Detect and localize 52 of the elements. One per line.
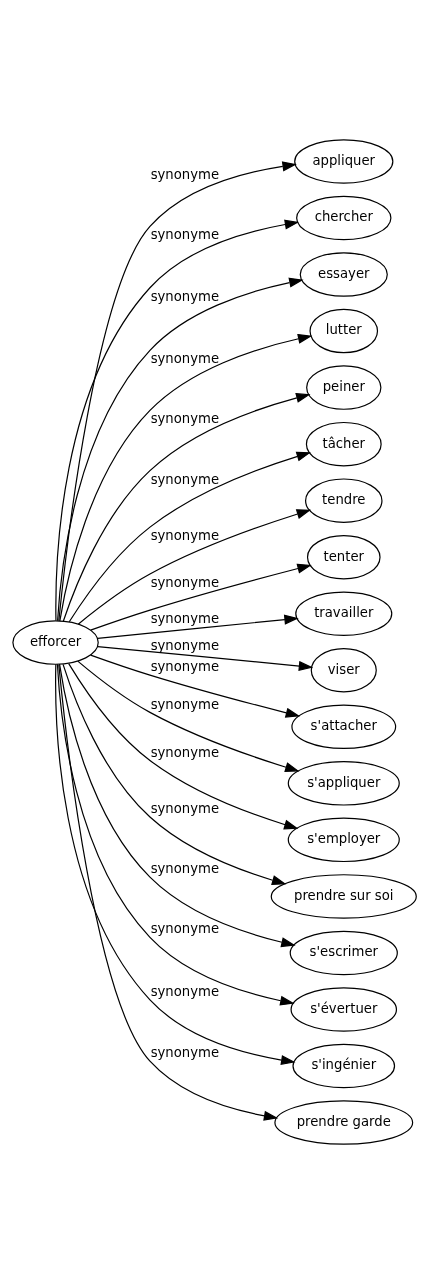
arrow	[68, 662, 299, 829]
arrow	[97, 614, 299, 639]
edge-label: synonyme	[150, 166, 220, 182]
node-ellipse: efforcer	[12, 619, 99, 665]
arrow	[97, 645, 314, 671]
edge-label: synonyme	[150, 527, 220, 543]
edge-label: synonyme	[150, 637, 220, 653]
node-ellipse: s'attacher	[291, 704, 397, 749]
arrow	[62, 392, 311, 622]
edge-label: synonyme	[150, 860, 220, 876]
node-ellipse: tendre	[305, 477, 383, 523]
arrow	[57, 277, 304, 621]
node-ellipse: chercher	[296, 195, 392, 240]
edge-label: synonyme	[150, 920, 220, 936]
edge-label: synonyme	[150, 410, 220, 426]
arrow	[55, 663, 296, 1065]
edge-label: synonyme	[150, 288, 220, 304]
node-ellipse: s'évertuer	[290, 986, 398, 1032]
edge-label: synonyme	[150, 610, 220, 626]
node-ellipse: s'appliquer	[287, 760, 400, 806]
arrow	[90, 563, 312, 631]
node-ellipse: s'employer	[287, 817, 400, 862]
node-ellipse: lutter	[309, 308, 379, 353]
edge-label: synonyme	[150, 574, 220, 590]
node-ellipse: essayer	[299, 251, 388, 297]
edge-label: synonyme	[150, 471, 220, 487]
node-ellipse: viser	[310, 647, 377, 692]
arrow	[77, 660, 300, 772]
node-ellipse: prendre garde	[274, 1099, 414, 1145]
edge-label: synonyme	[150, 983, 220, 999]
arrow	[68, 451, 311, 622]
node-ellipse: tenter	[306, 534, 381, 579]
edge-label: synonyme	[150, 1044, 220, 1060]
node-ellipse: tâcher	[305, 421, 382, 466]
edge-label: synonyme	[150, 800, 220, 816]
arrow	[90, 653, 301, 718]
edge-label: synonyme	[150, 744, 220, 760]
node-ellipse: s'ingénier	[292, 1043, 396, 1088]
node-ellipse: peiner	[306, 364, 382, 410]
arrow	[56, 663, 295, 1006]
edge-label: synonyme	[150, 350, 220, 366]
arrow	[77, 508, 312, 625]
arrow	[62, 663, 287, 885]
edge-label: synonyme	[150, 696, 220, 712]
edge-label: synonyme	[150, 658, 220, 674]
node-ellipse: appliquer	[294, 138, 394, 184]
edge-label: synonyme	[150, 226, 220, 242]
arrow	[58, 663, 296, 947]
node-ellipse: travailler	[295, 591, 393, 636]
arrow	[58, 663, 279, 1121]
node-ellipse: s'escrimer	[289, 930, 398, 975]
arrow	[59, 333, 313, 622]
